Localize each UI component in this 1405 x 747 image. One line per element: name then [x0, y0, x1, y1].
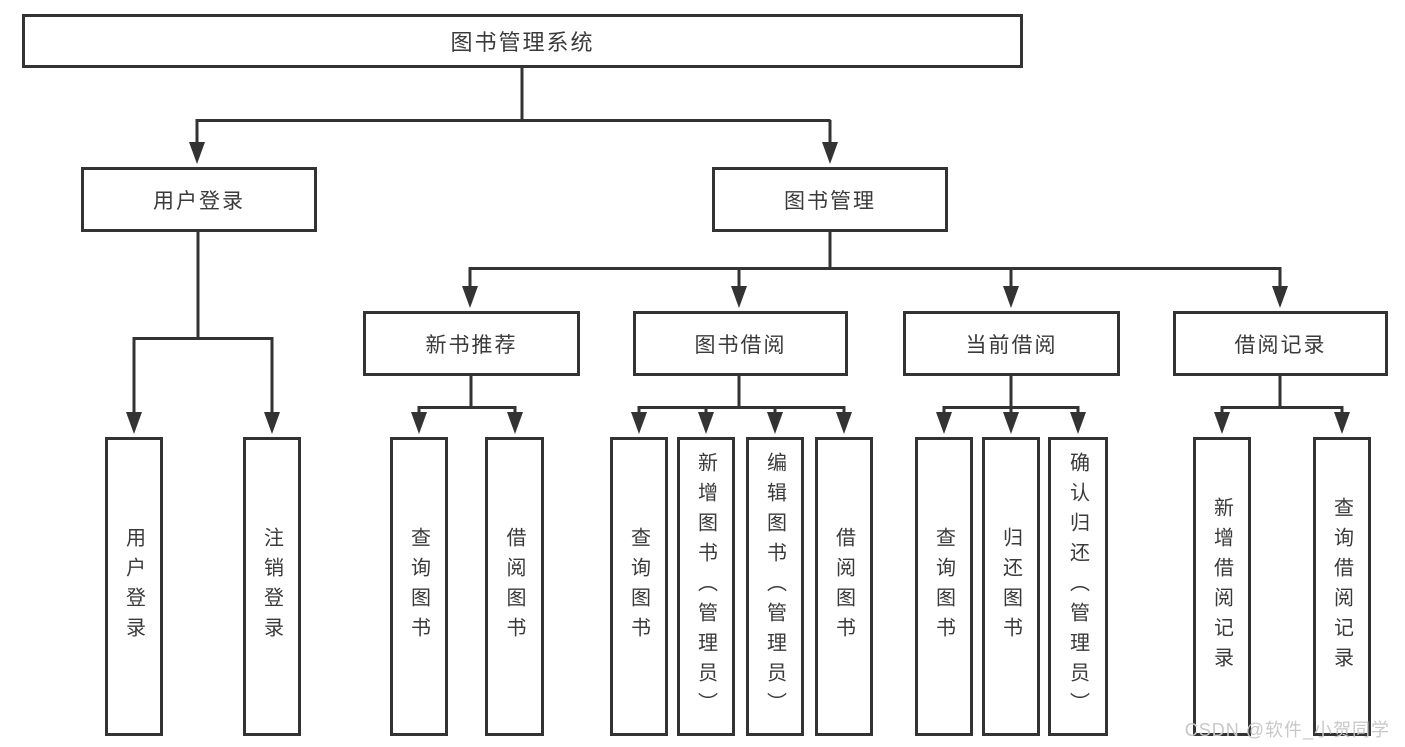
node-borrow-records: 借阅记录	[1173, 311, 1388, 376]
leaf-borrow-books-recommend: 借阅图书	[485, 437, 544, 736]
node-current-borrow-label: 当前借阅	[965, 333, 1058, 357]
leaf-confirm-return-admin: 确认归还（管理员）	[1048, 437, 1108, 736]
node-user-login: 用户登录	[81, 167, 317, 232]
leaf-borrow-books: 借阅图书	[815, 437, 873, 736]
leaf-query-books-recommend: 查询图书	[390, 437, 448, 736]
node-borrow-records-label: 借阅记录	[1234, 333, 1327, 357]
leaf-add-book-admin: 新增图书（管理员）	[677, 437, 735, 736]
node-library-system: 图书管理系统	[22, 14, 1023, 68]
arrowheads	[126, 142, 1350, 434]
leaf-return-book: 归还图书	[982, 437, 1040, 736]
node-new-book-recommend: 新书推荐	[363, 311, 580, 376]
node-book-management: 图书管理	[712, 167, 948, 232]
node-book-borrow: 图书借阅	[633, 311, 848, 376]
node-library-system-label: 图书管理系统	[450, 30, 595, 55]
csdn-watermark: CSDN @软件_小贺同学	[1184, 720, 1390, 740]
leaf-query-books-borrow: 查询图书	[610, 437, 668, 736]
leaf-query-borrow-record: 查询借阅记录	[1313, 437, 1371, 736]
connector-paths	[132, 66, 1344, 416]
leaf-user-login: 用户登录	[105, 437, 163, 736]
leaf-edit-book-admin: 编辑图书（管理员）	[746, 437, 804, 736]
node-book-management-label: 图书管理	[784, 189, 876, 213]
node-current-borrow: 当前借阅	[903, 311, 1120, 376]
leaf-logout: 注销登录	[243, 437, 301, 736]
leaf-query-books-current: 查询图书	[915, 437, 973, 736]
leaf-add-borrow-record: 新增借阅记录	[1193, 437, 1251, 736]
node-new-book-recommend-label: 新书推荐	[425, 333, 518, 357]
node-user-login-label: 用户登录	[153, 189, 245, 213]
node-book-borrow-label: 图书借阅	[694, 333, 787, 357]
